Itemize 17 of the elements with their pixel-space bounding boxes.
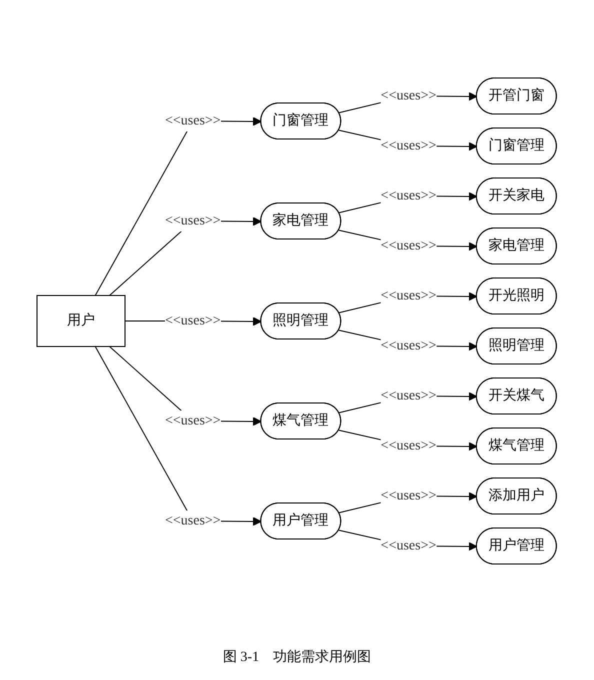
edge-label: <<uses>>: [380, 488, 437, 504]
node-box: 用户: [36, 295, 126, 347]
edge-label: <<uses>>: [380, 338, 437, 354]
caption: 图 3-1 功能需求用例图: [222, 648, 372, 667]
edge-label: <<uses>>: [380, 138, 437, 154]
edge-label: <<uses>>: [380, 538, 437, 554]
edge-label: <<uses>>: [165, 413, 222, 428]
edge-label: <<uses>>: [165, 313, 222, 328]
edge-label: <<uses>>: [380, 288, 437, 304]
edge-label: <<uses>>: [165, 213, 222, 228]
edge-label: <<uses>>: [380, 438, 437, 454]
edge-label: <<uses>>: [165, 513, 222, 528]
edge-label: <<uses>>: [165, 114, 222, 128]
edge-label: <<uses>>: [380, 238, 437, 254]
edge-label: <<uses>>: [380, 188, 437, 204]
edge-label: <<uses>>: [380, 88, 437, 104]
edge-label: <<uses>>: [380, 388, 437, 404]
